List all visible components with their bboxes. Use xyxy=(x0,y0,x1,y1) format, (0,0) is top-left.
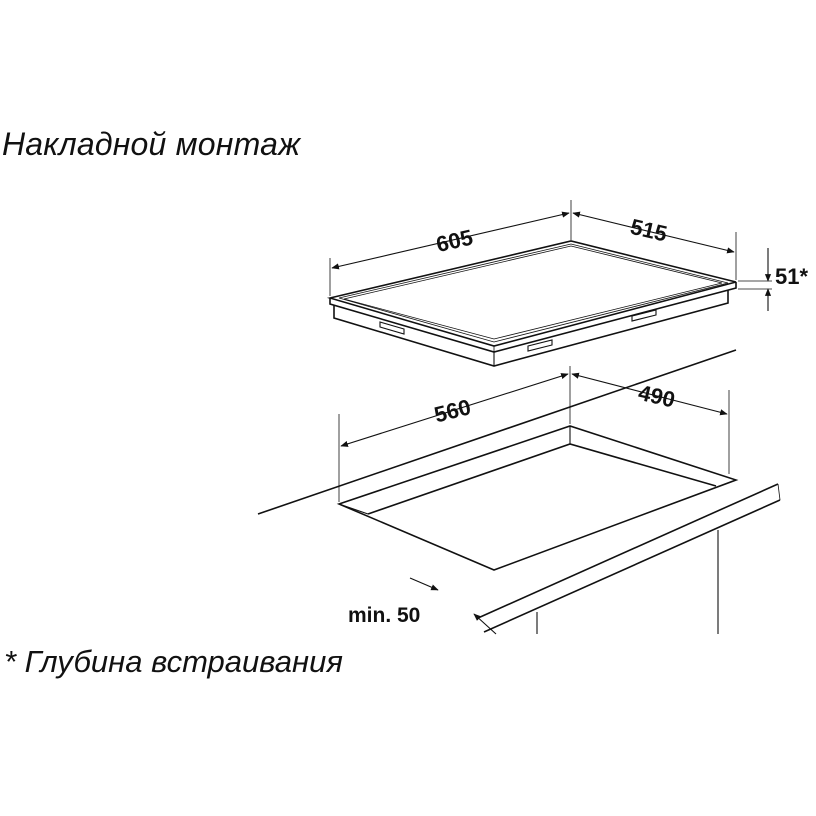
dimension-hob-height: 51* xyxy=(738,248,808,311)
dimension-hob-depth: 515 xyxy=(572,211,737,280)
dim-label-605: 605 xyxy=(434,225,475,258)
hob-drawing xyxy=(326,240,737,367)
dim-label-515: 515 xyxy=(628,214,669,247)
dimension-cutout-depth: 490 xyxy=(571,372,730,474)
dimension-cutout-width: 560 xyxy=(338,366,571,502)
dim-label-560: 560 xyxy=(432,394,474,427)
dimension-hob-width: 605 xyxy=(329,200,572,296)
dimension-min-edge: min. 50 xyxy=(348,577,497,635)
dim-label-min-50: min. 50 xyxy=(348,604,420,627)
dim-label-51: 51* xyxy=(775,264,808,289)
footnote: * Глубина встраивания xyxy=(4,644,343,679)
dim-label-490: 490 xyxy=(636,380,677,413)
countertop-drawing xyxy=(257,349,781,634)
page-title: Накладной монтаж xyxy=(2,126,301,162)
